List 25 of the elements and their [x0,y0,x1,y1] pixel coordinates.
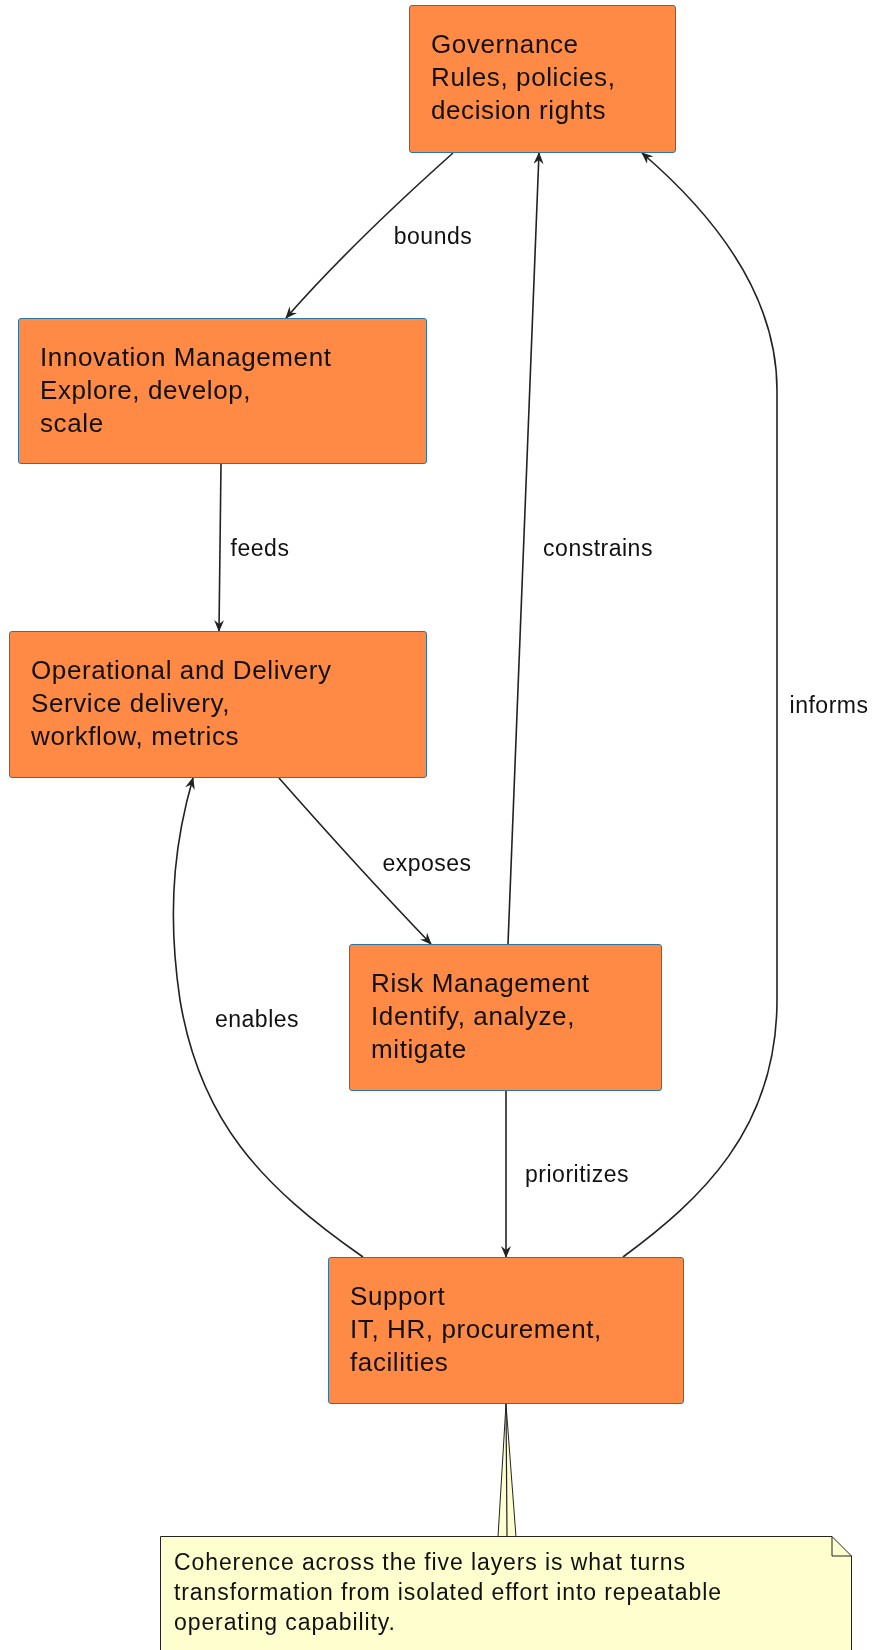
box-description: IT, HR, procurement, facilities [350,1313,603,1380]
arrow [501,1090,511,1258]
process-box [9,631,427,778]
box-description: Rules, policies, decision rights [431,61,617,128]
callout-line [505,1403,508,1537]
box-description: Service delivery, workflow, metrics [31,687,241,754]
note-text: Coherence across the five layers is what turns transformation from isolated effort into repeatable operating capability. [174,1548,723,1637]
box-heading: Innovation Management [40,341,333,374]
arrow [507,152,544,945]
process-box [18,318,427,464]
box-heading: Support [350,1280,447,1313]
box-description: Explore, develop, scale [40,374,253,441]
arrow [172,777,364,1258]
arrow [214,463,225,632]
process-box [328,1257,684,1404]
process-box [409,5,676,153]
arrow [622,152,778,1258]
arrow [278,777,432,945]
box-heading: Risk Management [371,967,591,1000]
arrow [285,152,454,319]
process-box [349,944,662,1091]
note-card [160,1536,852,1650]
box-heading: Governance [431,28,580,61]
box-heading: Operational and Delivery [31,654,333,687]
box-description: Identify, analyze, mitigate [371,1000,576,1067]
